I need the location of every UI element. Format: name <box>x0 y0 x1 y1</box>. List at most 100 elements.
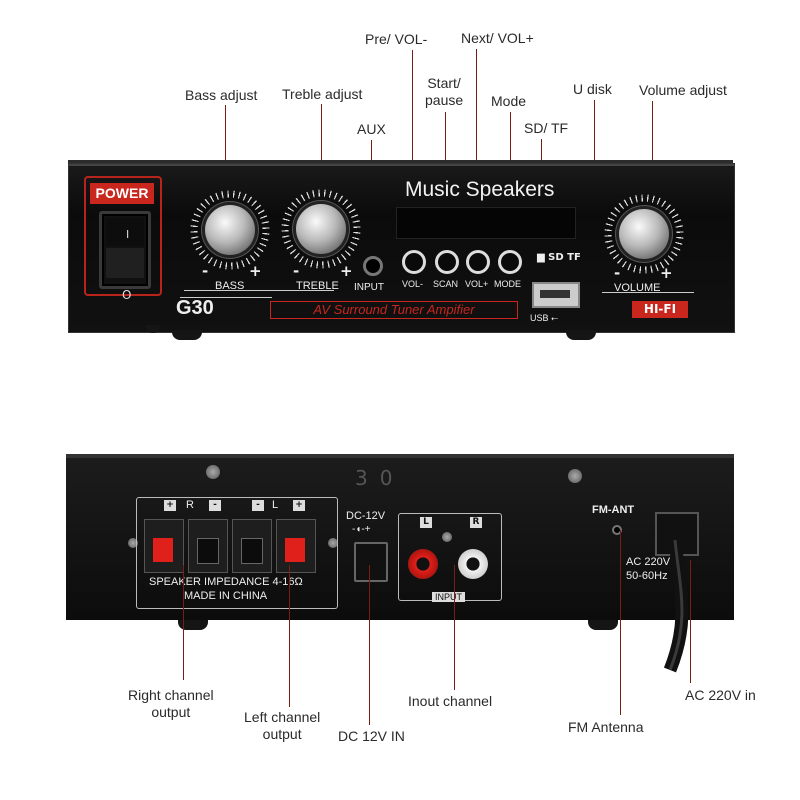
ac-frequency-text: 50-60Hz <box>626 570 668 582</box>
mode-button[interactable] <box>498 250 522 274</box>
back-top-ridge <box>66 454 734 460</box>
rca-right-jack[interactable] <box>458 549 488 579</box>
impedance-text: SPEAKER IMPEDANCE 4-16Ω <box>149 576 303 588</box>
screw-icon <box>568 469 582 483</box>
rca-left-jack[interactable] <box>408 549 438 579</box>
dc-power-jack[interactable] <box>354 542 388 582</box>
dc-text: DC-12V <box>346 510 386 522</box>
hifi-badge: HI-FI <box>632 301 688 318</box>
model-logo: G30 <box>176 297 214 319</box>
treble-adjust-label: Treble adjust <box>282 86 363 102</box>
ac-voltage-text: AC 220V <box>626 556 671 568</box>
front-foot <box>145 325 161 333</box>
front-foot <box>566 330 596 340</box>
leader-line <box>225 105 226 203</box>
sd-tf-slot[interactable]: ▆ SD TF <box>537 252 581 263</box>
usb-text: USB ⭠ <box>530 313 559 323</box>
bass-text: BASS <box>215 280 245 292</box>
leader-line <box>369 565 370 725</box>
left-channel-mark: L <box>272 499 279 511</box>
leader-line <box>321 104 322 202</box>
left-minus-terminal[interactable] <box>232 519 272 573</box>
sd-tf-label: SD/ TF <box>524 120 569 136</box>
treble-text: TREBLE <box>296 280 339 292</box>
sd-card-icon: ▆ SD <box>537 252 564 263</box>
u-disk-label: U disk <box>573 81 612 97</box>
right-channel-mark: R <box>186 499 194 511</box>
start-pause-label: Start/pause <box>425 75 464 108</box>
vol-plus-button[interactable] <box>466 250 490 274</box>
tagline-bar: AV Surround Tuner Ampifier <box>270 301 518 319</box>
power-switch[interactable]: I O <box>99 211 151 302</box>
leader-line <box>183 565 184 680</box>
music-speakers-title: Music Speakers <box>405 178 555 201</box>
vol-minus-text: VOL- <box>402 279 424 289</box>
mode-label: Mode <box>491 93 527 109</box>
scan-text: SCAN <box>433 279 459 289</box>
screw-icon <box>442 532 452 542</box>
polarity-plus: + <box>293 500 305 511</box>
scan-button[interactable] <box>435 250 459 274</box>
treble-knob[interactable] <box>296 204 346 254</box>
usb-icon: ⭠ <box>551 313 559 323</box>
volume-knob[interactable] <box>619 209 669 259</box>
input-channel-label: Inout channel <box>408 693 493 709</box>
aux-label: AUX <box>357 121 386 137</box>
power-cord <box>663 540 689 673</box>
back-foot <box>588 620 618 630</box>
volume-underline <box>602 292 694 293</box>
right-plus-terminal[interactable] <box>144 519 184 573</box>
trim-line <box>180 297 272 298</box>
ac-220v-in-label: AC 220V in <box>685 687 756 703</box>
dc-polarity-icon: -◖-+ <box>352 524 371 535</box>
vol-minus-button[interactable] <box>402 250 426 274</box>
made-in-text: MADE IN CHINA <box>184 590 268 602</box>
input-text: INPUT <box>354 282 384 293</box>
pre-vol-label: Pre/ VOL- <box>365 31 428 47</box>
leader-line <box>652 101 653 201</box>
usb-slot <box>540 290 570 298</box>
vol-plus-text: VOL+ <box>465 279 489 289</box>
power-label: POWER <box>90 183 154 204</box>
leader-line <box>289 565 290 707</box>
switch-on-side: I <box>106 218 144 246</box>
usb-port[interactable] <box>532 282 580 308</box>
mode-text: MODE <box>494 279 521 289</box>
led-display <box>396 207 576 239</box>
plus-sign: + <box>340 262 353 280</box>
input-tag: INPUT <box>432 592 465 602</box>
speaker-terminal-block <box>136 497 338 609</box>
bass-adjust-label: Bass adjust <box>185 87 258 103</box>
leader-line <box>476 49 477 250</box>
front-foot <box>172 330 202 340</box>
fm-antenna-label: FM Antenna <box>568 719 644 735</box>
treble-underline <box>274 290 334 291</box>
plus-sign: + <box>660 264 673 282</box>
switch-off-side: O <box>106 248 144 302</box>
bass-underline <box>184 290 278 291</box>
polarity-plus: + <box>164 500 176 511</box>
screw-icon <box>128 538 138 548</box>
leader-line <box>620 530 621 715</box>
leader-line <box>690 560 691 683</box>
leader-line <box>454 565 455 690</box>
volume-text: VOLUME <box>614 282 661 294</box>
volume-adjust-label: Volume adjust <box>639 82 727 98</box>
back-foot <box>178 620 208 630</box>
plus-sign: + <box>249 262 262 280</box>
aux-input-jack[interactable] <box>363 256 383 276</box>
minus-sign: - <box>293 262 300 280</box>
left-plus-terminal[interactable] <box>276 519 316 573</box>
minus-sign: - <box>614 264 621 282</box>
screw-icon <box>206 465 220 479</box>
dc-12v-in-label: DC 12V IN <box>338 728 405 744</box>
model-mark: 30 <box>355 466 405 490</box>
right-minus-terminal[interactable] <box>188 519 228 573</box>
next-vol-label: Next/ VOL+ <box>461 30 534 46</box>
fm-antenna-port[interactable] <box>612 525 622 535</box>
left-mark: L <box>420 517 432 528</box>
power-cable-strain-relief <box>655 512 699 556</box>
bass-knob[interactable] <box>205 205 255 255</box>
